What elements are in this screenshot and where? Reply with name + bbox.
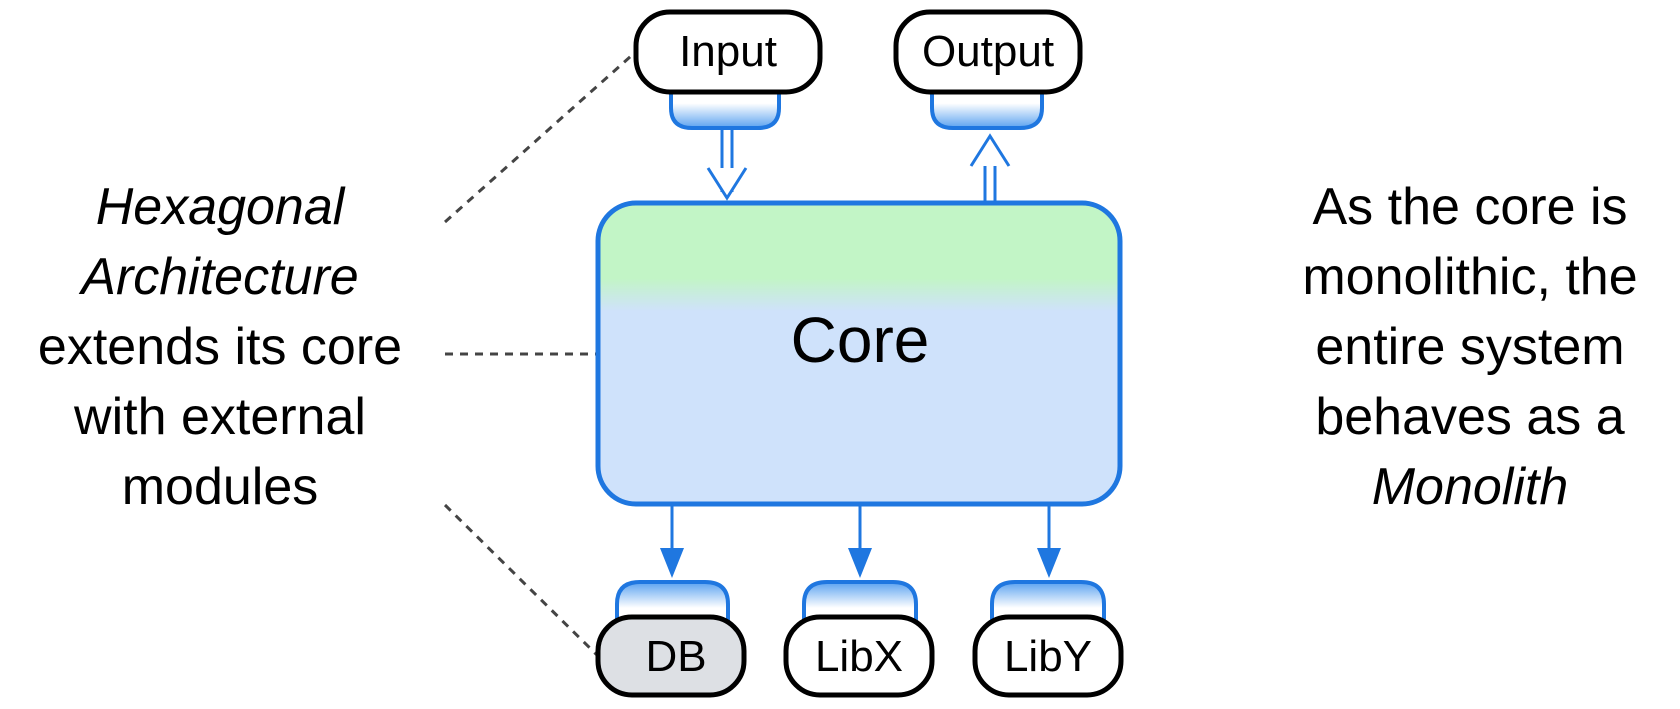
libx-adapter-cup [802, 580, 918, 624]
arrow-to-liby [1037, 506, 1061, 578]
dependency-arrows [660, 506, 1061, 578]
liby-label: LibY [1004, 632, 1092, 681]
output-label: Output [922, 27, 1054, 76]
db-label: DB [645, 632, 706, 681]
input-adapter-cup [669, 88, 781, 130]
output-port: Output [893, 9, 1083, 201]
right-caption-line-1: As the core is [1312, 178, 1628, 236]
core-box [595, 200, 1123, 507]
left-caption-line-5: modules [121, 458, 319, 516]
right-caption-line-3: entire system [1315, 318, 1625, 376]
arrow-to-libx [848, 506, 872, 578]
liby-pill [972, 614, 1124, 698]
liby-module: LibY [972, 580, 1124, 698]
db-module: DB [595, 580, 747, 698]
input-port: Input [633, 9, 823, 201]
output-arrow [969, 133, 1011, 201]
leader-line-db [443, 503, 602, 660]
input-label: Input [679, 27, 777, 76]
libx-label: LibX [815, 632, 903, 681]
db-pill [595, 614, 747, 698]
liby-adapter-cup [990, 580, 1106, 624]
right-caption-line-2: monolithic, the [1302, 248, 1638, 306]
left-caption: Hexagonal Architecture extends its core … [0, 172, 440, 522]
left-caption-line-4: with external [74, 388, 366, 446]
core-label: Core [791, 304, 930, 376]
left-caption-line-1: Hexagonal [95, 178, 345, 236]
libx-module: LibX [783, 580, 935, 698]
db-adapter-cup [615, 580, 730, 624]
input-arrow [706, 130, 748, 201]
right-caption: As the core is monolithic, the entire sy… [1260, 172, 1680, 522]
leader-line-input [444, 46, 641, 224]
libx-pill [783, 614, 935, 698]
input-pill [633, 9, 823, 95]
left-caption-line-2: Architecture [81, 248, 359, 306]
right-caption-line-4: behaves as a [1315, 388, 1625, 446]
arrow-to-db [660, 506, 684, 578]
output-adapter-cup [930, 88, 1044, 130]
leader-lines [443, 46, 641, 660]
left-caption-line-3: extends its core [37, 318, 403, 376]
output-pill [893, 9, 1083, 95]
core-module: Core [595, 200, 1123, 507]
right-caption-line-5: Monolith [1371, 458, 1569, 516]
